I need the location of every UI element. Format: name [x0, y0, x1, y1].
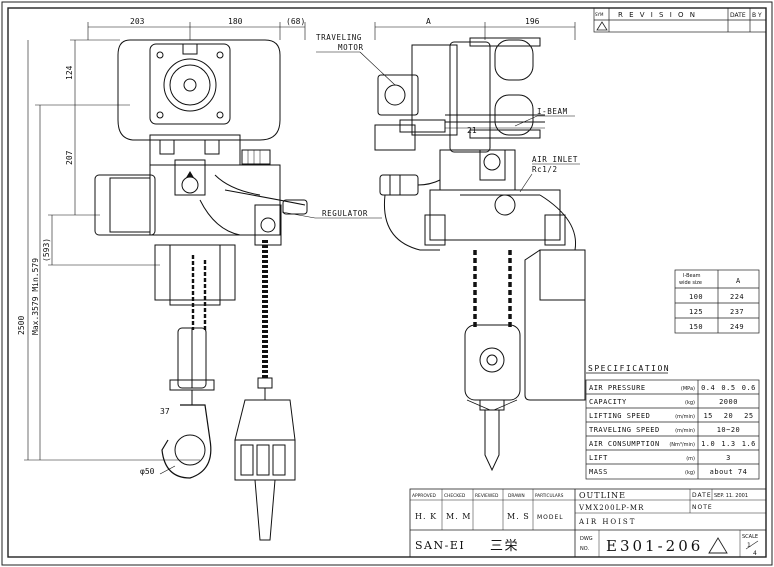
dim-180: 180 — [228, 17, 243, 26]
spec-unit: (kg) — [685, 470, 695, 476]
title-block — [409, 488, 767, 558]
leader-motor — [359, 51, 396, 86]
spec-unit: (kg) — [685, 400, 695, 406]
spec-unit: (m) — [686, 456, 695, 462]
spec-value: 1.0 — [701, 440, 715, 448]
tb-checked-label: CHECKED — [444, 493, 466, 499]
dim-21: 21 — [467, 126, 477, 135]
spec-value: 0.6 — [742, 384, 756, 392]
tb-company: SAN-EI — [415, 539, 465, 552]
ibeam-size-100: 100 — [689, 293, 703, 301]
spec-name: CAPACITY — [589, 398, 627, 406]
tb-checked-val: M. M — [446, 512, 471, 521]
tb-approved-val: H. K — [415, 512, 437, 521]
ibeam-header-a: A — [736, 277, 741, 285]
tb-scale-den: 4 — [753, 550, 757, 557]
dim-68: (68) — [286, 17, 305, 26]
leader-air — [519, 173, 533, 193]
spec-value: 1.3 — [721, 440, 735, 448]
leader-50 — [159, 465, 176, 475]
ibeam-a-249: 249 — [730, 323, 744, 331]
tb-note-label: NOTE — [692, 504, 713, 511]
callout-regulator: REGULATOR — [322, 209, 368, 218]
dim-207: 207 — [65, 150, 74, 165]
ibeam-a-237: 237 — [730, 308, 744, 316]
tb-dwg-label-1: DWG — [580, 536, 593, 542]
tb-scale-label: SCALE — [742, 534, 758, 540]
spec-name: MASS — [589, 468, 608, 476]
tb-model-label: MODEL — [537, 514, 564, 521]
callout-motor: MOTOR — [338, 43, 364, 52]
spec-name: LIFTING SPEED — [589, 412, 650, 420]
spec-value: about 74 — [710, 468, 748, 476]
spec-name: TRAVELING SPEED — [589, 426, 660, 434]
spec-value: 10~20 — [717, 426, 741, 434]
callout-air-inlet: AIR INLET — [532, 155, 578, 164]
spec-value: 0.4 — [701, 384, 715, 392]
revision-sym-label: SYM — [595, 12, 604, 17]
front-view — [24, 22, 308, 541]
spec-unit: (MPa) — [681, 386, 695, 392]
dim-50: φ50 — [140, 467, 155, 476]
spec-value: 15 — [703, 412, 712, 420]
tb-company-jp: 三栄 — [490, 539, 519, 554]
dim-203: 203 — [130, 17, 145, 26]
tb-outline: OUTLINE — [579, 491, 626, 500]
dim-max-min: Max.3579 Min.579 — [31, 258, 40, 335]
leader-reg — [281, 211, 316, 219]
inner-border — [7, 7, 767, 558]
callout-air-inlet-size: Rc1/2 — [532, 165, 558, 174]
tb-approved-label: APPROVED — [412, 493, 437, 499]
dim-593: (593) — [42, 238, 51, 262]
dim-37: 37 — [160, 407, 170, 416]
callout-i-beam: I-BEAM — [537, 107, 568, 116]
dim-a: A — [426, 17, 431, 26]
spec-name: AIR CONSUMPTION — [589, 440, 660, 448]
revision-by-label: B Y — [752, 12, 762, 19]
tb-drawn-label: DRAWN — [508, 493, 525, 499]
spec-value: 25 — [744, 412, 753, 420]
ibeam-header-2: wide size — [679, 280, 702, 286]
side-view — [374, 22, 586, 472]
dim-2500: 2500 — [17, 316, 26, 335]
tb-reviewed-label: REVIEWED — [475, 493, 499, 499]
tb-scale-num: 1 — [747, 542, 751, 549]
ibeam-table — [674, 269, 760, 334]
spec-title: SPECIFICATION — [588, 364, 670, 373]
tb-model: VMX200LP-MR — [578, 504, 644, 512]
spec-value: 3 — [726, 454, 731, 462]
tb-drawn-val: M. S — [507, 512, 530, 521]
dim-196: 196 — [525, 17, 540, 26]
tb-product: AIR HOIST — [578, 518, 636, 526]
callout-traveling: TRAVELING — [316, 33, 362, 42]
spec-value: 20 — [724, 412, 733, 420]
ibeam-a-224: 224 — [730, 293, 744, 301]
revision-date-label: DATE — [730, 12, 746, 19]
leader-ibeam — [514, 115, 538, 127]
spec-name: AIR PRESSURE — [589, 384, 646, 392]
ibeam-header-1: I-Beam — [683, 273, 701, 279]
spec-unit: (m/min) — [675, 428, 695, 434]
spec-value: 2000 — [719, 398, 738, 406]
spec-unit: (Nm³/min) — [669, 442, 695, 448]
spec-value: 1.6 — [742, 440, 756, 448]
tb-date-label: DATE — [692, 492, 712, 499]
revision-title: R E V I S I O N — [618, 11, 697, 19]
ibeam-size-150: 150 — [689, 323, 703, 331]
tb-date: SEP. 11. 2001 — [714, 493, 748, 499]
spec-unit: (m/min) — [675, 414, 695, 420]
spec-table — [585, 379, 760, 480]
spec-name: LIFT — [589, 454, 608, 462]
tb-dwg-label-2: NO. — [580, 546, 589, 552]
spec-value: 0.5 — [721, 384, 735, 392]
revision-block — [593, 7, 767, 33]
tb-particulars-label: PARTICULARS — [535, 493, 564, 498]
tb-dwg-no: E301-206 — [606, 537, 703, 555]
ibeam-size-125: 125 — [689, 308, 703, 316]
dim-124: 124 — [65, 65, 74, 80]
